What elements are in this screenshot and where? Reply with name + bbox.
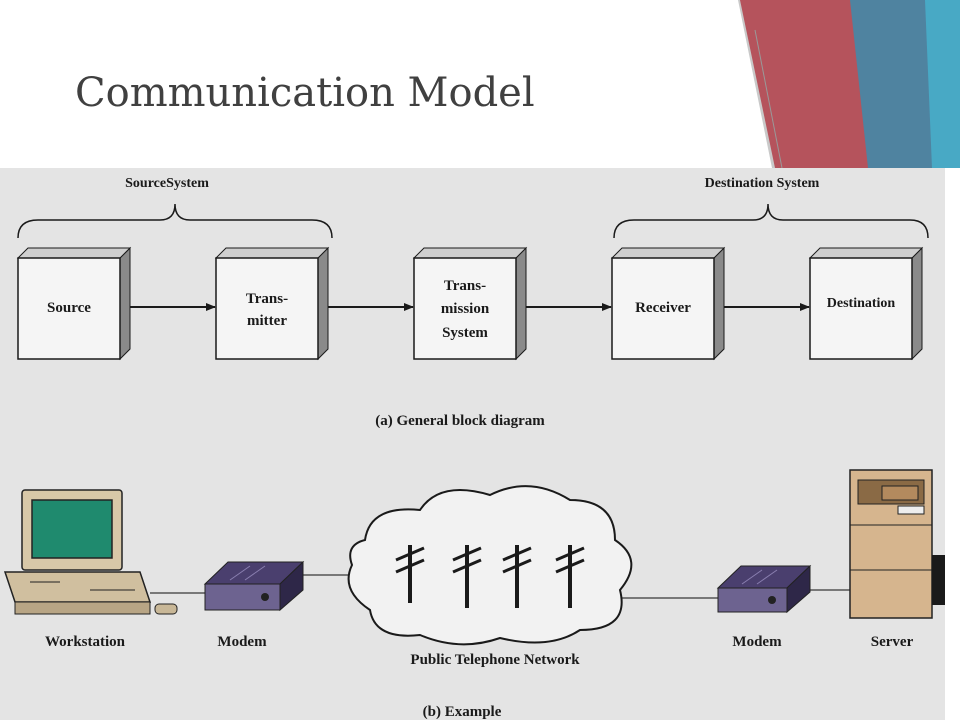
block-source: Source [16, 246, 132, 361]
telephone-network-cloud [347, 485, 633, 646]
modem-left-icon [203, 560, 305, 612]
workstation-icon [3, 489, 178, 615]
source-system-label: SourceSystem [125, 176, 209, 191]
block-transmitter-label-line2: mitter [247, 313, 287, 329]
block-transmitter-label-line1: Trans- [246, 291, 288, 307]
caption-example: (b) Example [423, 704, 502, 720]
block-receiver-label: Receiver [635, 300, 691, 316]
telephone-pole-icon [452, 545, 482, 608]
label-modem-left: Modem [217, 634, 267, 650]
label-server: Server [871, 634, 914, 650]
block-transmitter: Trans- mitter [214, 246, 330, 361]
block-destination: Destination [808, 246, 924, 361]
modem-right-icon [716, 564, 812, 614]
block-transmission-label-line1: Trans- [444, 278, 486, 294]
block-receiver: Receiver [610, 246, 726, 361]
block-transmission-label-line3: System [442, 325, 488, 341]
server-icon [849, 469, 945, 619]
block-destination-label: Destination [827, 296, 896, 311]
label-public-telephone-network: Public Telephone Network [410, 652, 580, 668]
communication-model-figure: SourceSystem Destination System Source T… [0, 168, 945, 720]
block-transmission-label-line2: mission [441, 301, 490, 317]
destination-system-label: Destination System [705, 176, 820, 191]
block-source-label: Source [47, 300, 91, 316]
block-transmission-system: Trans- mission System [412, 246, 528, 361]
telephone-pole-icon [395, 545, 425, 603]
label-workstation: Workstation [45, 634, 126, 650]
destination-system-brace [613, 203, 929, 239]
telephone-pole-icon [502, 545, 532, 608]
source-system-brace [17, 203, 333, 239]
slide-title: Communication Model [75, 70, 535, 116]
caption-general-block-diagram: (a) General block diagram [375, 413, 545, 429]
label-modem-right: Modem [732, 634, 782, 650]
telephone-pole-icon [555, 545, 585, 608]
